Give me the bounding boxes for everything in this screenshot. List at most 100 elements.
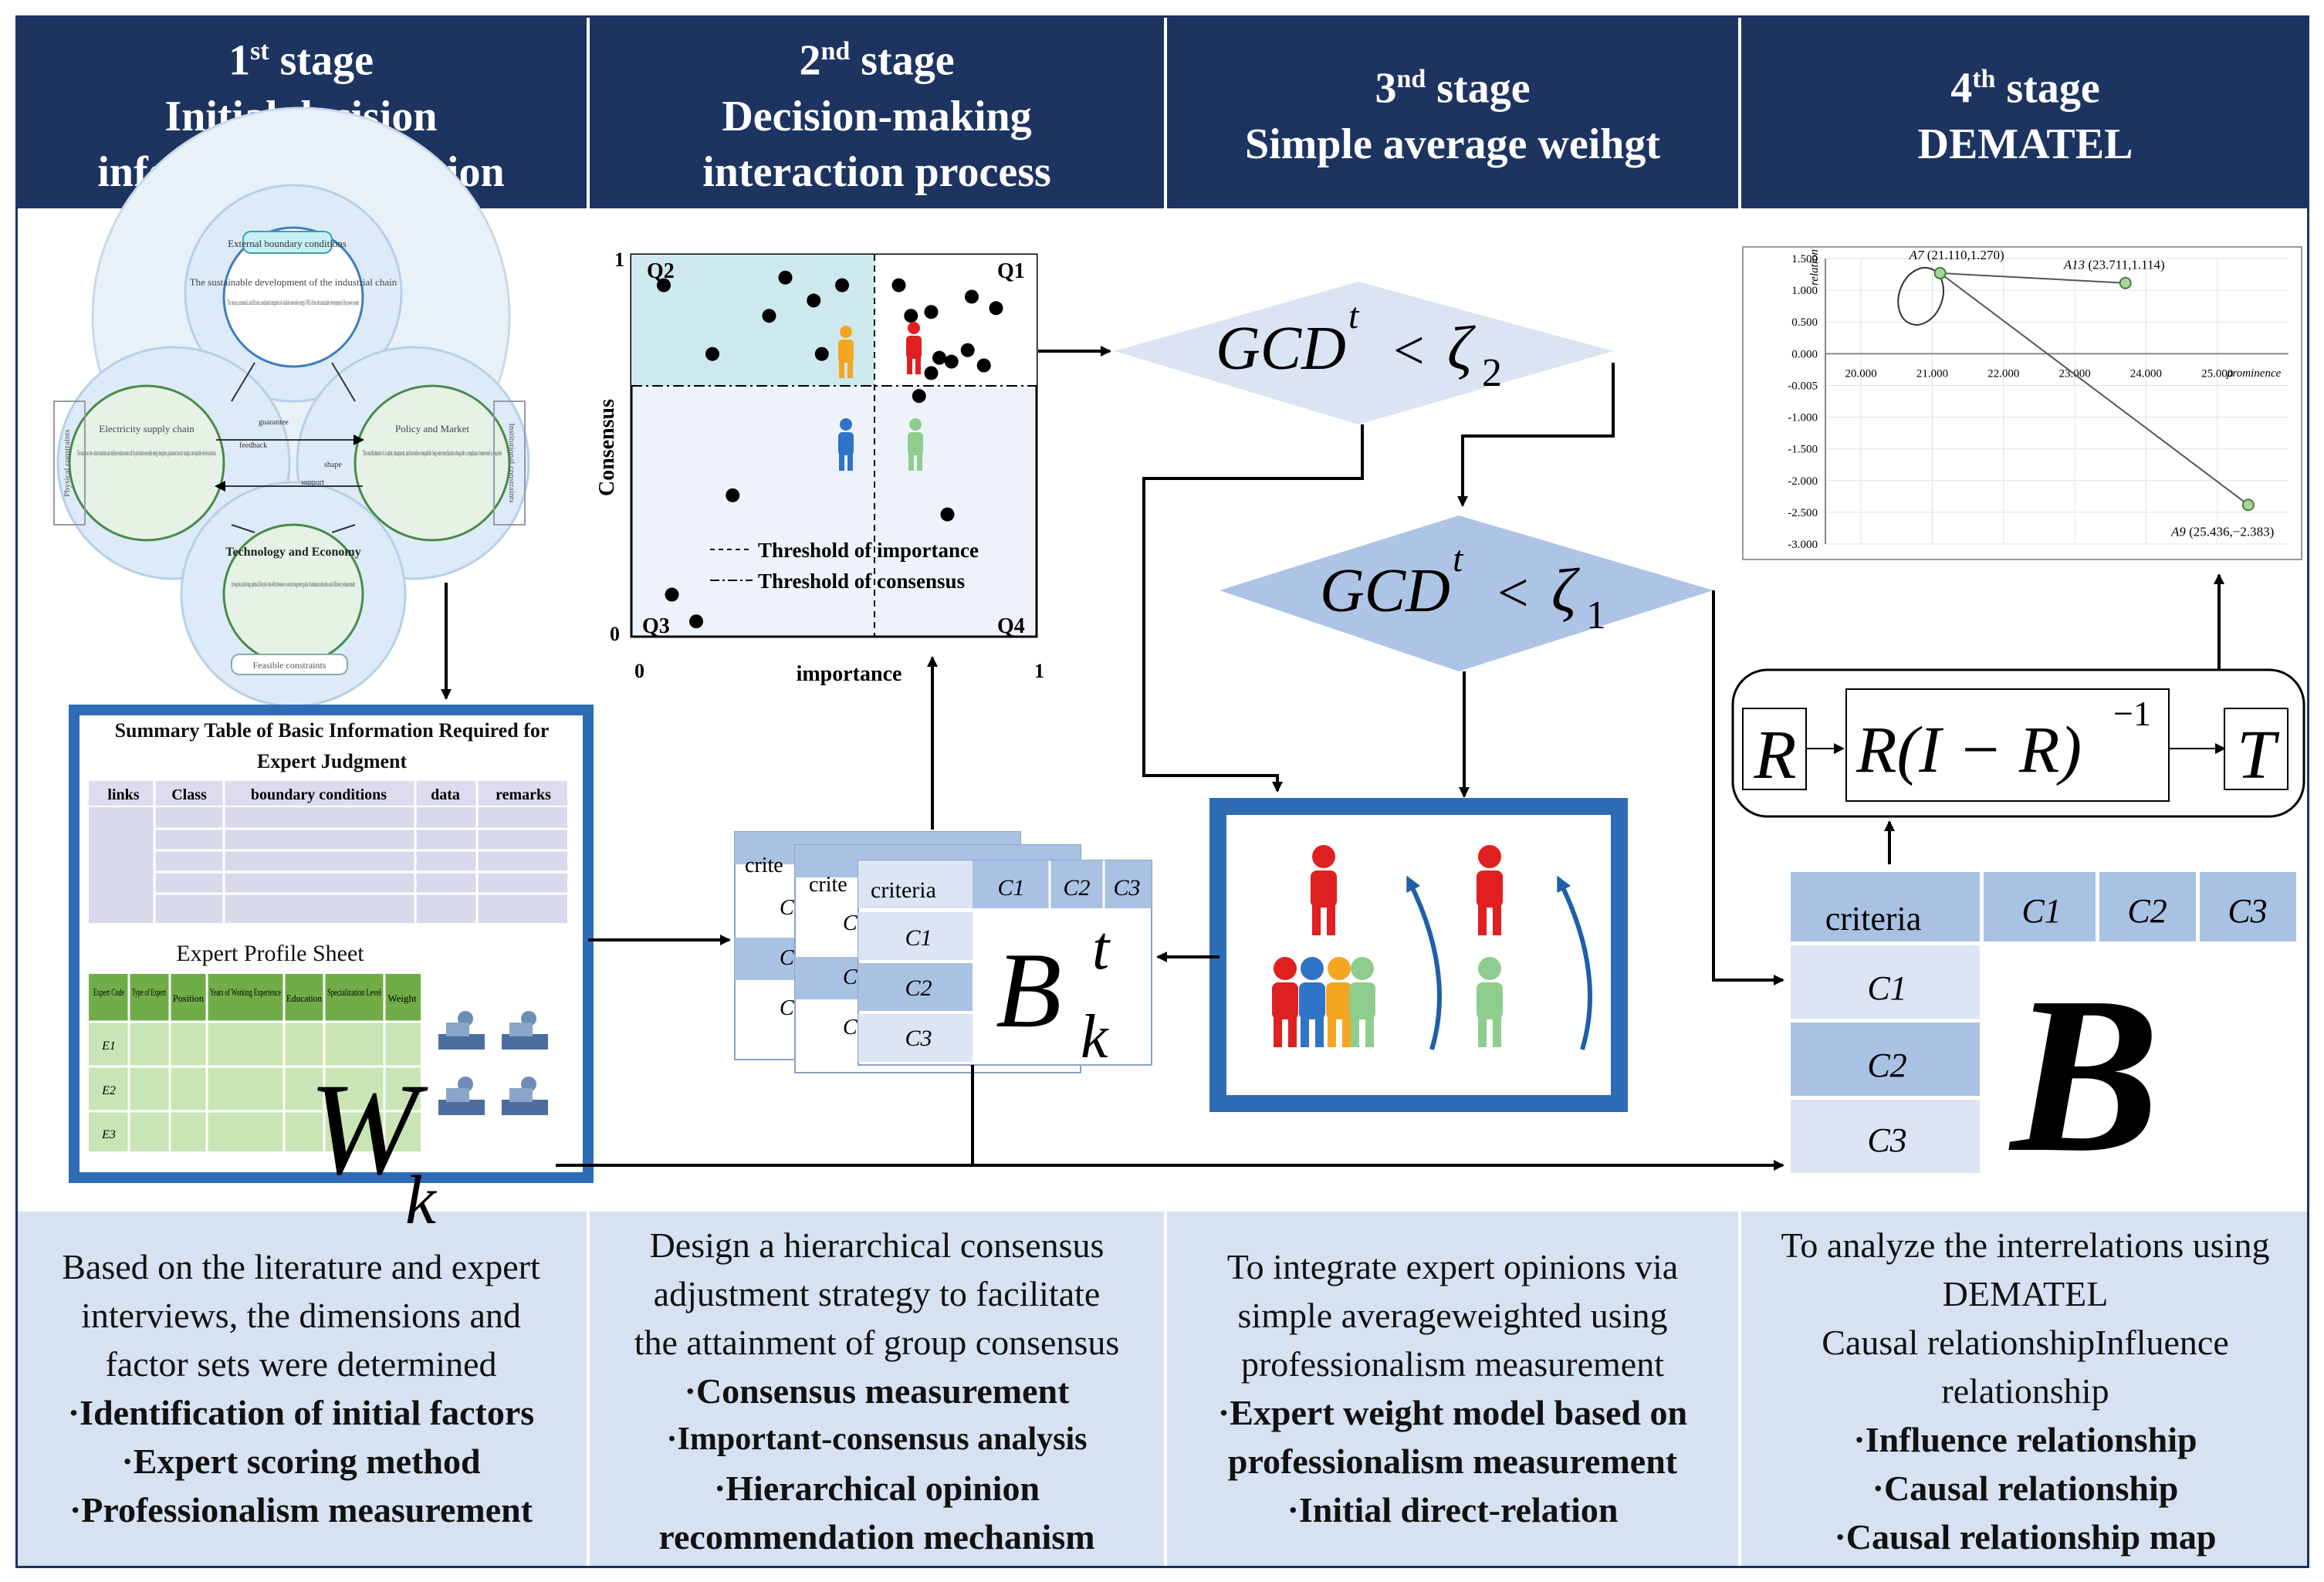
scatter-point [904, 309, 918, 323]
quadrant-q3: Q3 [642, 614, 670, 638]
dematel-x-tick: 25.000 [2201, 367, 2233, 380]
column-divider [1164, 15, 1167, 1568]
scatter-point [778, 270, 793, 285]
summary-col-class: Class [171, 786, 207, 803]
dematel-y-tick: -2.500 [1788, 507, 1818, 519]
venn-label-guarantee: guarantee [259, 418, 289, 427]
header-stage-3: 3nd stage Simple average weihgt [1167, 15, 1738, 208]
group-aggregation-panel [1209, 798, 1628, 1112]
x-axis-label: importance [797, 662, 902, 686]
dematel-y-tick: 1.500 [1791, 253, 1818, 265]
summary-col-remarks: remarks [496, 786, 551, 803]
summary-table-panel: Summary Table of Basic Information Requi… [69, 705, 594, 1239]
matrix-b-col-c1: C1 [2021, 892, 2061, 930]
profile-col-position: Position [173, 992, 204, 1004]
description-stage-4: To analyze the interrelations using DEMA… [1741, 1212, 2309, 1567]
dematel-x-tick: 24.000 [2130, 367, 2162, 380]
matrix-b-row-c1: C1 [1867, 969, 1906, 1007]
condition-diamond-upper: GCD t < ζ 2 [1115, 282, 1613, 424]
legend-consensus: Threshold of consensus [758, 570, 965, 593]
person-icon [838, 326, 854, 378]
profile-col-years: Years of Working Experience [210, 986, 281, 998]
dematel-point-label: A13 (23.711,1.114) [2063, 258, 2165, 272]
dematel-x-tick: 22.000 [1987, 367, 2019, 380]
condition-upper-sup: t [1348, 296, 1360, 336]
description-stage-1: Based on the literature and expert inter… [15, 1212, 587, 1567]
quadrant-q1: Q1 [997, 259, 1025, 283]
partial-row-label: C [780, 996, 794, 1020]
y-axis-top: 1 [614, 248, 624, 271]
header-stage-4: 4th stage DEMATEL [1741, 15, 2309, 208]
scatter-point [944, 354, 959, 369]
person-icon [1477, 957, 1503, 1047]
dematel-y-label: relation [1808, 249, 1821, 286]
matrix-b-header: criteria [1825, 900, 1922, 938]
dematel-y-tick: 1.000 [1791, 285, 1818, 297]
venn-right-title: Policy and Market [395, 423, 469, 434]
expert-at-desk-icon [502, 1011, 548, 1050]
dematel-x-tick: 21.000 [1916, 367, 1948, 380]
dematel-y-tick: -1.000 [1788, 412, 1818, 424]
profile-row-e1: E1 [101, 1039, 116, 1053]
scatter-point [932, 350, 946, 365]
matrix-symbol-sup: t [1092, 914, 1111, 982]
matrix-row-c3: C3 [905, 1026, 932, 1051]
profile-row-e2: E2 [101, 1084, 116, 1097]
scatter-point [705, 346, 719, 361]
condition-lower-zeta: ζ [1551, 557, 1580, 625]
weight-subscript: k [405, 1162, 438, 1239]
legend-importance: Threshold of importance [758, 539, 979, 562]
scatter-point [924, 366, 939, 380]
summary-table-subtitle: Expert Judgment [257, 750, 408, 772]
person-icon [908, 418, 923, 471]
profile-col-type: Type of Expert [132, 986, 166, 998]
profile-row-e3: E3 [101, 1128, 116, 1141]
stage2-matrix-stack: crite C C C crite C C C criteria C1 C2 [734, 831, 1152, 1073]
formula-t: T [2237, 717, 2280, 793]
person-icon [1311, 845, 1337, 935]
venn-left-body: The mandatory low-carbon transition and … [77, 449, 216, 457]
condition-upper-zeta: ζ [1447, 315, 1476, 383]
partial-row-label: C [843, 965, 858, 989]
scatter-point [960, 343, 975, 357]
x-axis-right: 1 [1034, 660, 1044, 682]
people-group-icon [1272, 957, 1375, 1047]
venn-label-shape: shape [324, 461, 342, 469]
matrix-row-c1: C1 [905, 925, 932, 951]
condition-upper-base: GCD [1216, 315, 1346, 383]
dematel-point [2119, 276, 2132, 289]
scatter-point [989, 301, 1003, 316]
condition-upper-op: < [1393, 319, 1425, 381]
matrix-b-row-c3: C3 [1867, 1121, 1906, 1159]
formula-middle: R(I − R) [1855, 712, 2082, 786]
flow-arrow [1457, 363, 1615, 507]
scatter-point [762, 309, 776, 323]
curved-arrow-icon [1406, 875, 1442, 1050]
importance-consensus-scatter: Q2 Q1 Q3 Q4 1 0 0 1 importance Consensus… [595, 248, 1044, 686]
profile-col-code: Expert Code [93, 986, 124, 998]
partial-row-label: C [780, 896, 794, 920]
header-stage-2: 2nd stage Decision-making interaction pr… [590, 15, 1164, 208]
scatter-point [891, 278, 906, 292]
person-icon [1477, 845, 1503, 935]
dematel-y-tick: -2.000 [1788, 475, 1818, 488]
y-axis-label: Consensus [595, 399, 619, 496]
scatter-point [657, 278, 671, 292]
profile-col-weight: Weight [387, 992, 417, 1004]
matrix-col-c2: C2 [1063, 875, 1090, 901]
venn-diagram: External boundary conditions The sustain… [53, 106, 530, 708]
matrix-row-c2: C2 [905, 975, 932, 1001]
dematel-y-tick: 0.500 [1791, 316, 1818, 329]
description-stage-3: To integrate expert opinions via simple … [1167, 1212, 1738, 1567]
matrix-b-symbol: B [2007, 951, 2160, 1198]
matrix-b-col-c3: C3 [2228, 892, 2267, 930]
expert-at-desk-icon [438, 1011, 485, 1050]
quadrant-q4: Q4 [997, 614, 1025, 638]
scatter-point [807, 293, 821, 308]
partial-matrix-header: crite [809, 873, 847, 897]
curved-arrow-icon [1557, 875, 1592, 1050]
scatter-point [965, 289, 979, 304]
person-icon [906, 322, 922, 374]
